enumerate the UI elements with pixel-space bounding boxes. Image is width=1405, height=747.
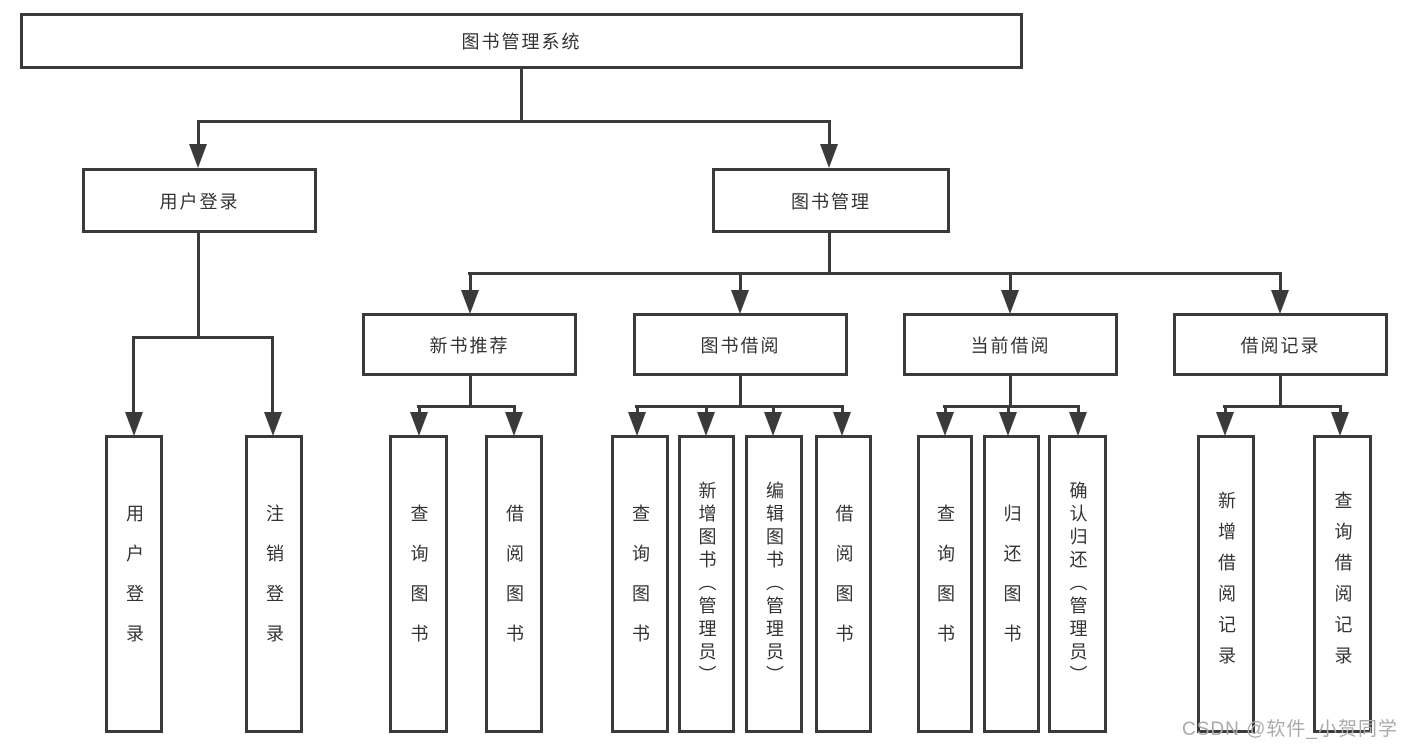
connector-line (1223, 405, 1342, 408)
connector-line (468, 272, 1282, 275)
connector-line (1339, 405, 1342, 414)
arrow-down-icon (628, 412, 646, 436)
connector-line (197, 120, 200, 146)
node-book-management-module: 图书管理 (712, 168, 950, 233)
connector-line (271, 336, 274, 413)
node-label: 当前借阅 (970, 335, 1051, 356)
connector-line (520, 69, 523, 120)
node-label: 归还图书 (1001, 504, 1022, 664)
arrow-down-icon (410, 412, 428, 436)
node-label: 新书推荐 (429, 335, 510, 356)
arrow-down-icon (1216, 412, 1234, 436)
node-label: 借阅记录 (1240, 335, 1321, 356)
connector-line (944, 405, 947, 414)
connector-line (1224, 405, 1227, 414)
arrow-down-icon (999, 412, 1017, 436)
connector-line (841, 405, 844, 414)
connector-line (739, 272, 742, 291)
node-label: 图书管理 (791, 191, 871, 212)
node-borrowing-records: 借阅记录 (1173, 313, 1388, 376)
arrow-down-icon (731, 290, 749, 314)
arrow-down-icon (264, 412, 282, 436)
connector-line (1279, 376, 1282, 407)
node-label: 新增借阅记录 (1216, 491, 1236, 677)
node-current-borrowing: 当前借阅 (903, 313, 1118, 376)
node-leaf-borrow-books-recommend: 借阅图书 (485, 435, 543, 733)
connector-line (197, 233, 200, 338)
node-label: 注销登录 (264, 504, 284, 664)
arrow-down-icon (936, 412, 954, 436)
arrow-down-icon (820, 144, 838, 168)
node-label: 借阅图书 (504, 504, 524, 664)
node-leaf-query-books-current: 查询图书 (917, 435, 973, 733)
node-library-management-system: 图书管理系统 (20, 13, 1023, 69)
connector-line (469, 376, 472, 407)
connector-line (1009, 272, 1012, 291)
connector-line (705, 405, 708, 414)
node-label: 查询图书 (935, 504, 955, 664)
connector-line (132, 336, 274, 339)
connector-line (1007, 405, 1010, 414)
arrow-down-icon (1331, 412, 1349, 436)
connector-line (943, 405, 1080, 408)
node-leaf-confirm-return-admin: 确认归还（管理员） (1048, 435, 1107, 733)
node-new-book-recommendation: 新书推荐 (362, 313, 577, 376)
node-user-login-module: 用户登录 (82, 168, 317, 233)
node-leaf-edit-books-admin: 编辑图书（管理员） (745, 435, 803, 733)
connector-line (1279, 272, 1282, 291)
connector-line (417, 405, 516, 408)
node-label: 确认归还（管理员） (1067, 480, 1088, 688)
node-leaf-add-borrow-record: 新增借阅记录 (1197, 435, 1255, 733)
node-label: 新增图书（管理员） (696, 480, 717, 688)
connector-line (635, 405, 844, 408)
node-label: 编辑图书（管理员） (764, 480, 784, 688)
connector-line (1009, 376, 1012, 407)
node-label: 图书借阅 (700, 335, 781, 356)
arrow-down-icon (461, 290, 479, 314)
connector-line (772, 405, 775, 414)
arrow-down-icon (764, 412, 782, 436)
node-label: 查询图书 (408, 504, 429, 664)
arrow-down-icon (189, 144, 207, 168)
connector-line (132, 336, 135, 413)
node-leaf-user-login: 用户登录 (105, 435, 163, 733)
arrow-down-icon (505, 412, 523, 436)
connector-line (1077, 405, 1080, 414)
node-label: 用户登录 (124, 504, 144, 664)
connector-line (828, 120, 831, 146)
arrow-down-icon (125, 412, 143, 436)
node-leaf-return-books: 归还图书 (983, 435, 1040, 733)
node-label: 查询借阅记录 (1332, 491, 1353, 677)
connector-line (513, 405, 516, 414)
node-label: 图书管理系统 (461, 32, 582, 52)
node-label: 借阅图书 (833, 504, 854, 664)
node-leaf-add-books-admin: 新增图书（管理员） (678, 435, 735, 733)
connector-line (739, 376, 742, 407)
arrow-down-icon (1001, 290, 1019, 314)
node-label: 用户登录 (159, 191, 240, 212)
arrow-down-icon (697, 412, 715, 436)
connector-line (197, 120, 831, 123)
node-book-borrowing: 图书借阅 (633, 313, 848, 376)
arrow-down-icon (833, 412, 851, 436)
connector-line (828, 233, 831, 274)
node-leaf-query-borrow-record: 查询借阅记录 (1313, 435, 1372, 733)
node-leaf-borrow-books: 借阅图书 (815, 435, 872, 733)
connector-line (418, 405, 421, 414)
csdn-watermark: CSDN @软件_小贺同学 (1182, 719, 1398, 740)
node-label: 查询图书 (630, 504, 650, 664)
node-leaf-query-books-recommend: 查询图书 (389, 435, 448, 733)
connector-line (636, 405, 639, 414)
node-leaf-query-books-borrowing: 查询图书 (611, 435, 669, 733)
arrow-down-icon (1069, 412, 1087, 436)
connector-line (469, 272, 472, 291)
arrow-down-icon (1271, 290, 1289, 314)
node-leaf-logout: 注销登录 (245, 435, 303, 733)
